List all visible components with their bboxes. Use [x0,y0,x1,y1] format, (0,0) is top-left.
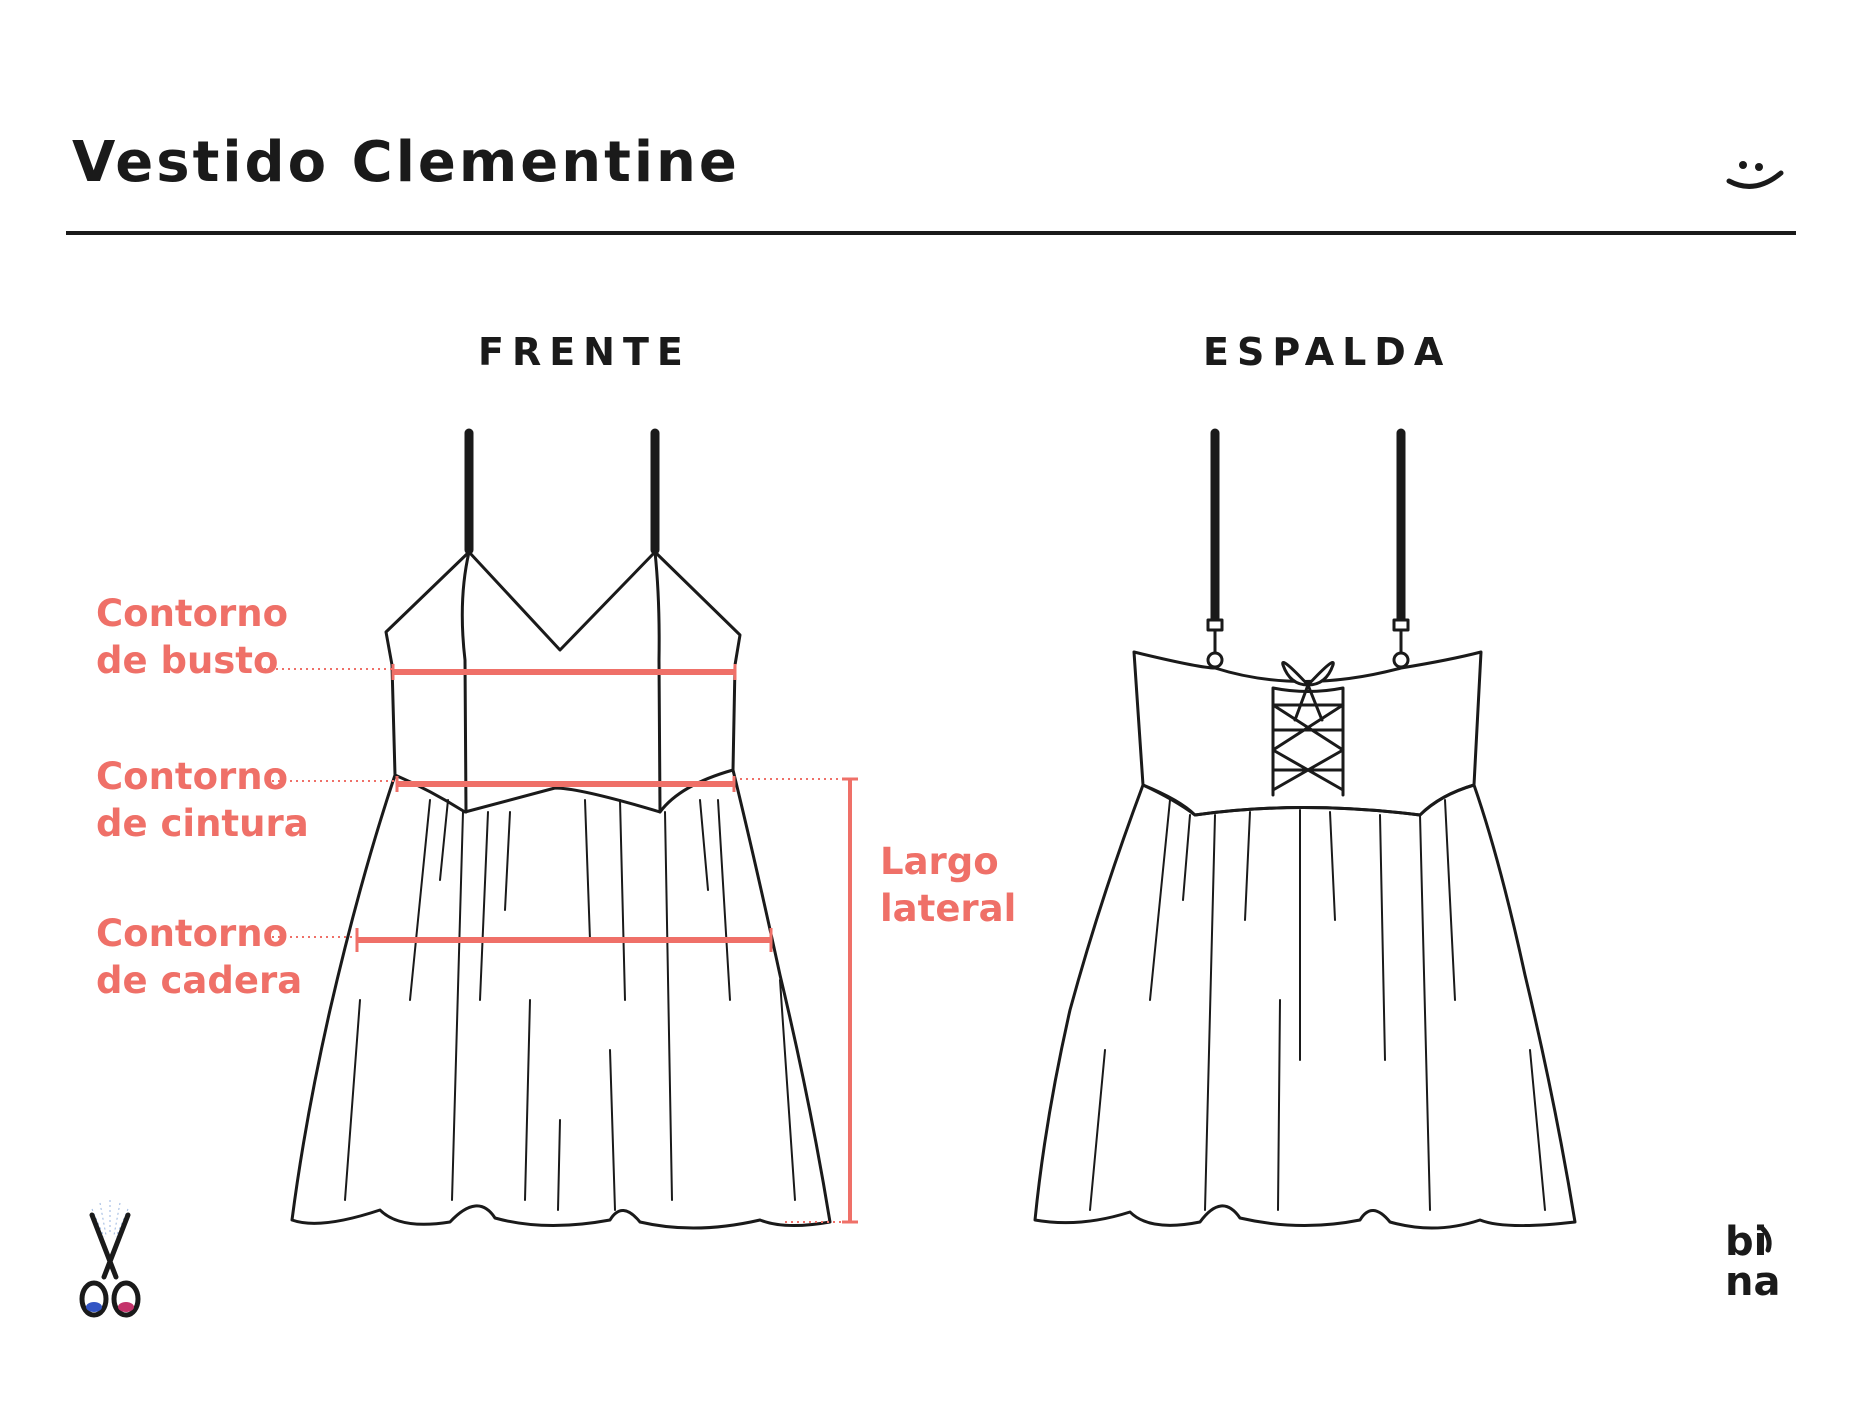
side-length-label-line2: lateral [880,887,1017,930]
header-divider [66,231,1796,235]
bina-logo: bi na [1725,1219,1780,1305]
back-skirt-folds [1089,799,1546,1211]
waist-label: Contorno de cintura [96,753,309,847]
side-length-label-line1: Largo [880,840,999,883]
back-skirt [1033,783,1577,1230]
hip-label-line2: de cadera [96,959,303,1002]
back-right-strap-ring [1392,651,1410,669]
bust-label-line1: Contorno [96,592,289,635]
back-dress-drawing [1033,428,1577,1230]
back-lacing-cross [1271,703,1345,792]
front-right-seam [653,550,662,814]
front-left-seam [460,550,471,814]
front-dress-drawing [290,428,832,1230]
waist-label-line1: Contorno [96,755,289,798]
bina-logo-bottom: na [1725,1259,1780,1305]
bust-label-line2: de busto [96,639,279,682]
hip-label: Contorno de cadera [96,910,302,1004]
page-title: Vestido Clementine [72,130,740,195]
front-measurements [258,664,858,1224]
front-skirt [290,768,832,1230]
scissors-logo-icon [79,1200,141,1318]
front-skirt-folds [344,799,796,1211]
front-view-title: FRENTE [478,330,691,374]
back-waist-seam [1141,783,1476,817]
front-bodice [384,550,742,814]
hip-label-line1: Contorno [96,912,289,955]
back-view-title: ESPALDA [1203,330,1452,374]
side-length-label: Largo lateral [880,838,1016,932]
back-left-strap-ring [1206,651,1224,669]
smile-icon [1726,161,1784,189]
waist-label-line2: de cintura [96,802,309,845]
back-bodice [1132,650,1483,817]
bust-label: Contorno de busto [96,590,288,684]
